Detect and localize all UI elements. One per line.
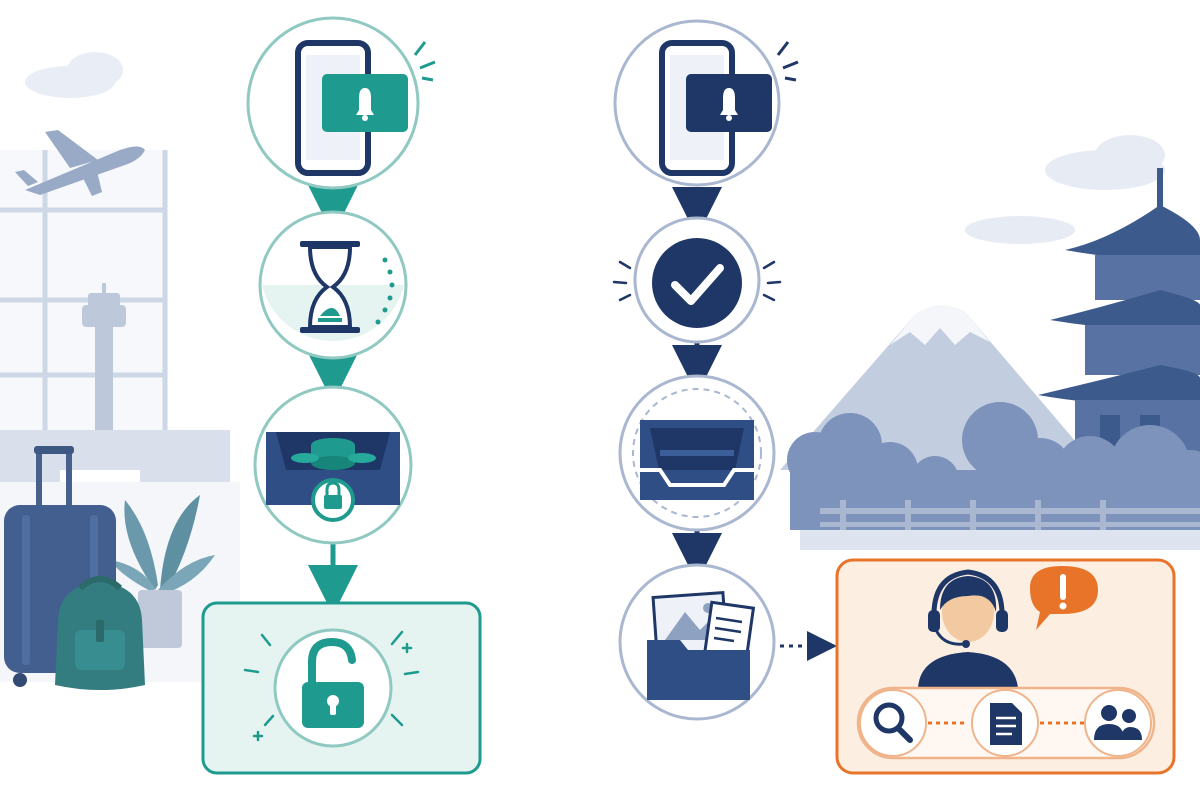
step-node: [258, 210, 408, 360]
wooden-fence: [820, 500, 1200, 540]
unlocked-padlock-icon: [302, 637, 364, 728]
hourglass-icon: [300, 241, 395, 333]
left-flow: [201, 16, 482, 775]
airplane-icon: [15, 130, 145, 196]
support-agent-headset-icon: [918, 569, 1018, 690]
right-flow: [612, 19, 1176, 775]
step-node: [253, 385, 413, 545]
check-circle-icon: [652, 238, 742, 328]
sparkle-lines: [243, 630, 420, 742]
step-node: [618, 563, 776, 721]
exclamation-speech-bubble-icon: [1030, 566, 1098, 630]
locked-deposit-tray-icon: [266, 432, 400, 522]
documents-folder-icon: [647, 591, 756, 700]
terminal-building: [0, 430, 230, 484]
left-scenery: [0, 52, 240, 690]
backpack-icon: [55, 576, 145, 690]
airport-window: [0, 150, 168, 440]
sparkle-lines: [612, 260, 782, 302]
potted-plant-icon: [110, 495, 215, 648]
ground: [800, 530, 1200, 550]
phone-notification-bell-icon: [659, 40, 799, 176]
result-card: [201, 601, 482, 775]
control-tower-icon: [82, 283, 126, 440]
people-icon: [1094, 705, 1142, 740]
cloud-icon: [25, 52, 123, 98]
action-search[interactable]: [859, 689, 927, 757]
step-node: [612, 216, 782, 344]
document-icon: [990, 703, 1022, 745]
action-people[interactable]: [1084, 689, 1152, 757]
step-node: [246, 16, 436, 190]
magnifier-icon: [873, 702, 913, 743]
step-node: [618, 374, 776, 532]
cloud-icon: [965, 135, 1165, 244]
empty-tray-icon: [640, 420, 754, 500]
step-node: [613, 19, 799, 187]
phone-notification-bell-icon: [295, 40, 436, 176]
action-document[interactable]: [971, 689, 1039, 757]
trees: [787, 402, 1200, 530]
support-panel: [835, 558, 1176, 775]
pagoda-icon: [1038, 168, 1200, 455]
right-scenery: [780, 135, 1200, 550]
